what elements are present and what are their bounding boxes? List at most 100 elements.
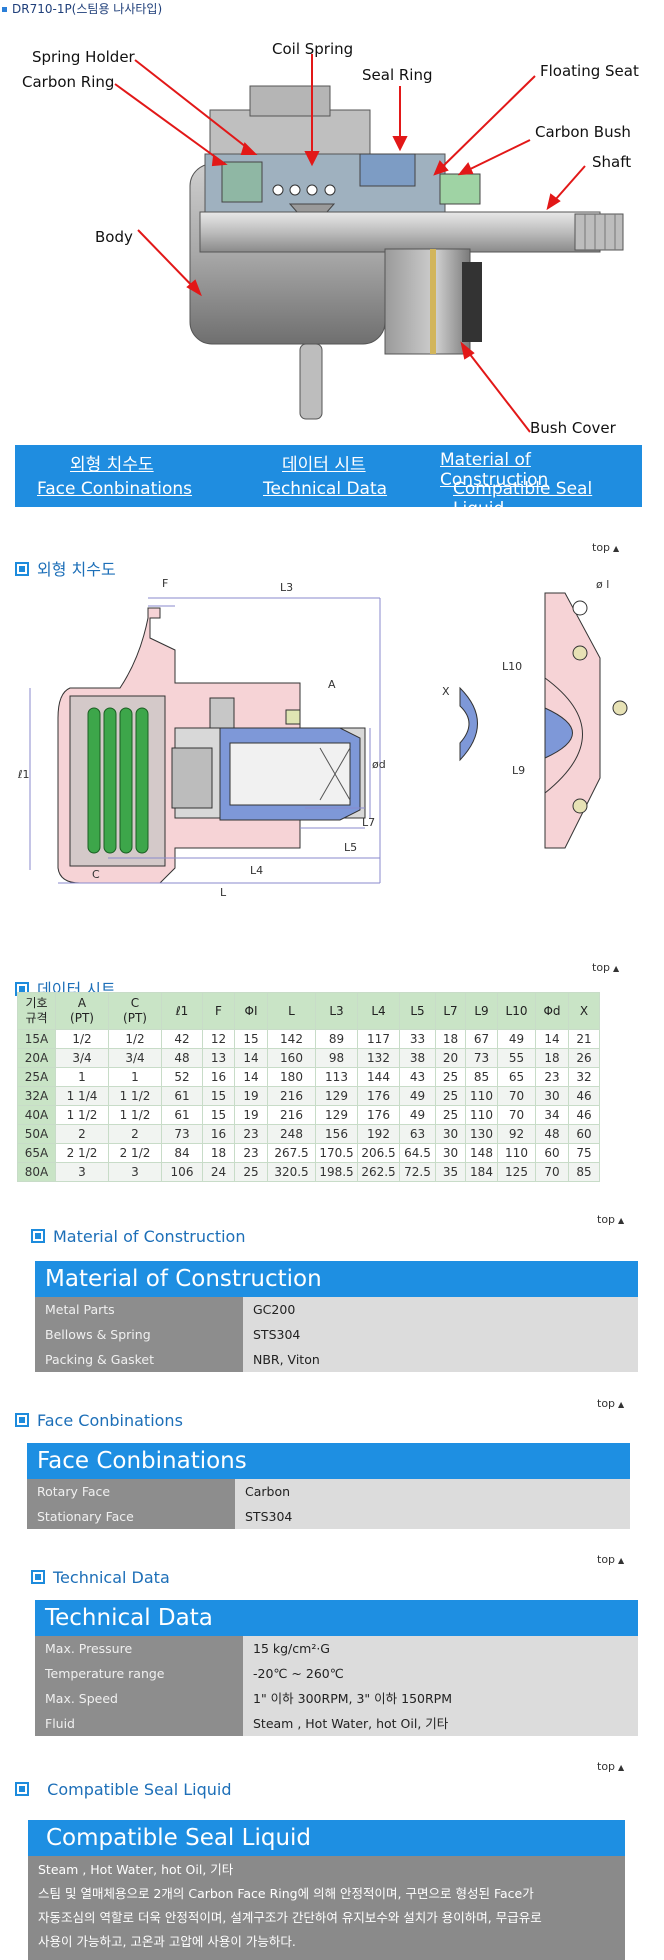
table-cell: 33 [399,1029,436,1049]
table-cell: 15 [234,1029,268,1049]
table-cell: 65 [497,1067,536,1087]
top-link[interactable]: top▲ [597,1213,625,1226]
table-cell: 1 1/2 [108,1105,162,1125]
nav-link-faces[interactable]: Face Conbinations [37,479,193,499]
top-link[interactable]: top▲ [592,961,620,974]
table-cell: 55 [497,1048,536,1068]
table-cell-spec: 25A [17,1067,56,1087]
dim-label-l5: L5 [344,841,358,854]
table-cell: 25 [435,1105,466,1125]
header-l7: L7 [435,992,466,1030]
material-key: Bellows & Spring [35,1322,243,1347]
table-cell: 67 [465,1029,498,1049]
square-bullet-icon [15,1413,29,1427]
table-cell: 170.5 [315,1143,358,1163]
top-link[interactable]: top▲ [597,1760,625,1773]
cutaway-diagram: Spring Holder Carbon Ring Coil Spring Se… [0,14,664,444]
table-cell: 85 [568,1162,600,1182]
dim-label-f: F [162,577,169,590]
table-cell: 15 [202,1105,235,1125]
table-cell: 85 [465,1067,498,1087]
label-seal-ring: Seal Ring [362,66,433,84]
triangle-up-icon: ▲ [618,1216,625,1225]
table-cell: 61 [161,1086,203,1106]
technical-value: -20℃ ~ 260℃ [243,1661,638,1686]
nav-link-material[interactable]: Material of Construction [440,450,549,490]
material-key: Metal Parts [35,1297,243,1322]
technical-value: Steam , Hot Water, hot Oil, 기타 [243,1711,638,1736]
table-cell: 14 [234,1067,268,1087]
description-line: 자동조심의 역할로 더욱 안정적이며, 설계구조가 간단하여 유지보수와 설치가… [38,1910,542,1925]
table-cell: 25 [234,1162,268,1182]
table-cell: 176 [357,1086,400,1106]
triangle-up-icon: ▲ [618,1763,625,1772]
table-cell: 18 [435,1029,466,1049]
table-cell: 38 [399,1048,436,1068]
material-box-title: Material of Construction [35,1261,638,1297]
label-coil-spring: Coil Spring [272,40,354,58]
label-floating-seat: Floating Seat [540,62,639,80]
table-cell: 130 [465,1124,498,1144]
technical-key: Fluid [35,1711,243,1736]
table-cell: 1 1/2 [55,1105,109,1125]
table-cell: 60 [568,1124,600,1144]
table-cell: 42 [161,1029,203,1049]
faces-key: Stationary Face [27,1504,235,1529]
nav-link-technical[interactable]: Technical Data [263,479,388,499]
table-cell: 21 [568,1029,600,1049]
table-cell: 30 [435,1124,466,1144]
dim-label-a: A [328,678,336,691]
table-cell: 192 [357,1124,400,1144]
seal-liquid-description: Steam , Hot Water, hot Oil, 기타 스팀 및 열매체용… [28,1856,625,1960]
table-cell: 89 [315,1029,358,1049]
table-cell: 176 [357,1105,400,1125]
section-heading-material: Material of Construction [31,1227,245,1246]
nav-link-dimensions[interactable]: 외형 치수도 [70,455,154,475]
table-cell-spec: 80A [17,1162,56,1182]
table-cell: 3 [108,1162,162,1182]
table-cell: 267.5 [267,1143,316,1163]
table-cell: 70 [497,1105,536,1125]
label-shaft: Shaft [592,153,632,171]
faces-key: Rotary Face [27,1479,235,1504]
table-cell: 148 [465,1143,498,1163]
table-cell: 2 [55,1124,109,1144]
table-cell: 18 [202,1143,235,1163]
faces-value: STS304 [235,1504,630,1529]
table-cell: 49 [399,1105,436,1125]
seal-liquid-box-title: Compatible Seal Liquid [28,1820,625,1856]
table-cell: 14 [234,1048,268,1068]
table-cell: 3/4 [55,1048,109,1068]
table-cell: 2 [108,1124,162,1144]
nav-link-datasheet[interactable]: 데이터 시트 [282,455,366,475]
cutaway-illustration [114,54,624,433]
section-heading-faces: Face Conbinations [15,1411,183,1430]
top-link[interactable]: top▲ [597,1553,625,1566]
header-l9: L9 [465,992,498,1030]
table-cell: 43 [399,1067,436,1087]
top-link[interactable]: top▲ [592,541,620,554]
faces-box-title: Face Conbinations [27,1443,630,1479]
header-l10: L10 [497,992,536,1030]
table-cell: 48 [161,1048,203,1068]
table-cell: 26 [568,1048,600,1068]
square-bullet-icon [15,1782,29,1796]
table-cell: 320.5 [267,1162,316,1182]
table-cell: 3/4 [108,1048,162,1068]
header-phi-i: ΦI [234,992,268,1030]
label-body: Body [95,228,133,246]
header-l1: ℓ1 [161,992,203,1030]
top-link[interactable]: top▲ [597,1397,625,1410]
table-cell: 132 [357,1048,400,1068]
nav-link-seal-liquid[interactable]: Compatible Seal Liquid [453,479,593,519]
table-cell: 48 [535,1124,569,1144]
seal-liquid-box: Compatible Seal Liquid Steam , Hot Water… [28,1820,625,1960]
table-cell: 110 [497,1143,536,1163]
